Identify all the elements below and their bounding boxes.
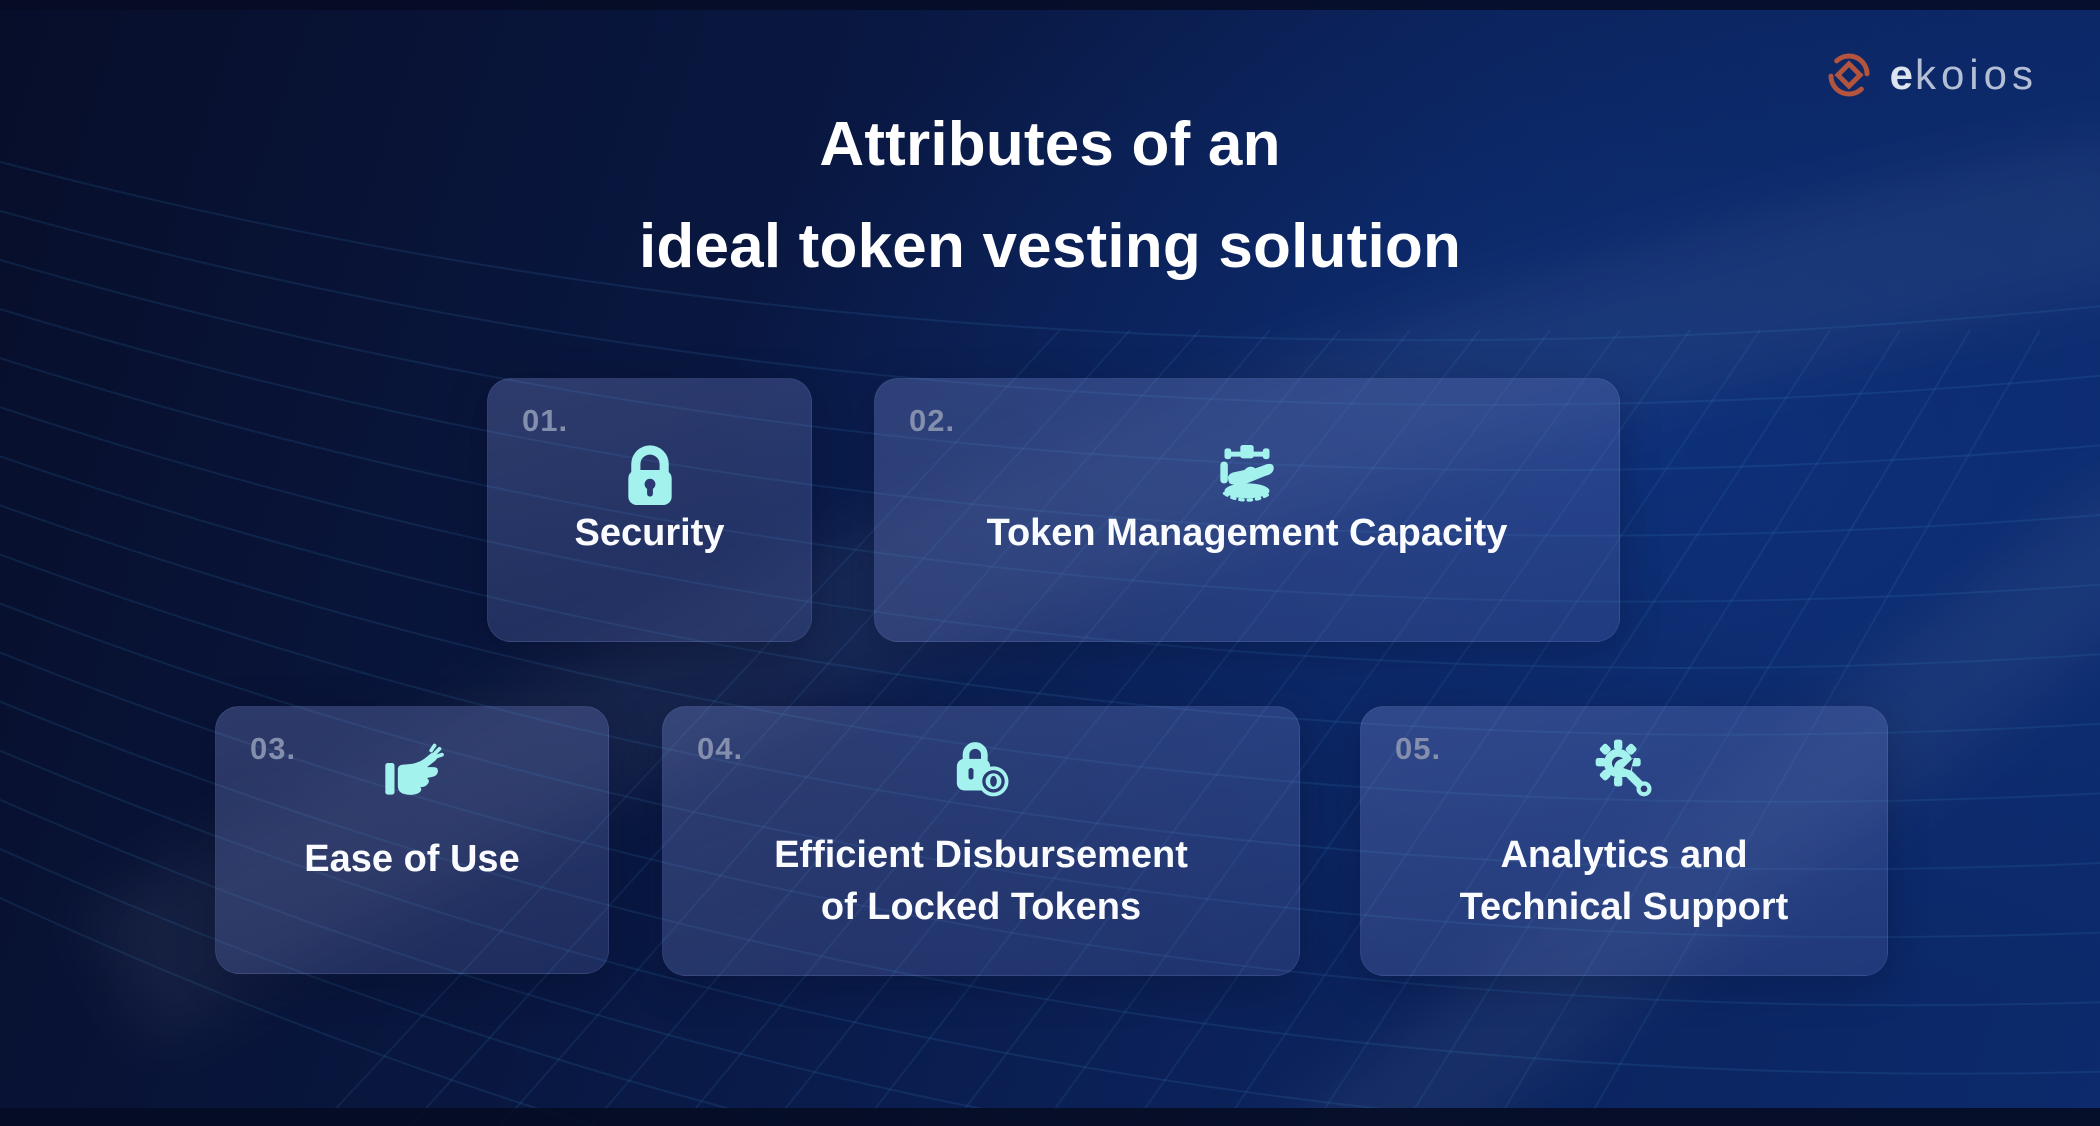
card-number: 03. — [250, 731, 297, 766]
ekoios-logo-icon — [1828, 53, 1870, 97]
gear-wrench-icon — [1595, 739, 1652, 797]
card-number: 05. — [1395, 731, 1442, 766]
card-label: Security — [574, 512, 725, 554]
card-label: Analytics and Technical Support — [1459, 834, 1789, 928]
token-management-icon — [1220, 445, 1274, 502]
lock-coin-icon — [956, 742, 1009, 797]
page-title-line1: Attributes of an — [819, 110, 1281, 179]
card-label: Efficient Disbursement of Locked Tokens — [774, 834, 1188, 928]
card-number: 04. — [697, 731, 744, 766]
brand-text: ekoios — [1890, 54, 2038, 96]
card-ease-of-use: 03. Ease of Use — [215, 706, 609, 974]
brand-text-rest: koios — [1914, 51, 2038, 98]
page-title-line2: ideal token vesting solution — [638, 212, 1462, 281]
lock-icon — [627, 445, 672, 505]
top-edge-strip — [0, 0, 2100, 10]
card-label: Token Management Capacity — [986, 512, 1508, 554]
card-label: Ease of Use — [304, 838, 520, 880]
card-efficient-disbursement: 04. Efficient Disbursement of Locked Tok… — [662, 706, 1300, 976]
card-security: 01. Security — [487, 378, 812, 642]
brand-text-bold: e — [1889, 51, 1915, 98]
card-token-management: 02. Token Management Capacity — [874, 378, 1620, 642]
thumbs-up-icon — [385, 743, 444, 795]
card-number: 02. — [909, 403, 956, 438]
page-title: Attributes of an ideal token vesting sol… — [0, 94, 2100, 298]
card-number: 01. — [522, 403, 569, 438]
card-analytics-support: 05. Analytics and Technical Support — [1360, 706, 1888, 976]
bottom-edge-strip — [0, 1108, 2100, 1126]
brand-logo: ekoios — [1822, 48, 2038, 102]
